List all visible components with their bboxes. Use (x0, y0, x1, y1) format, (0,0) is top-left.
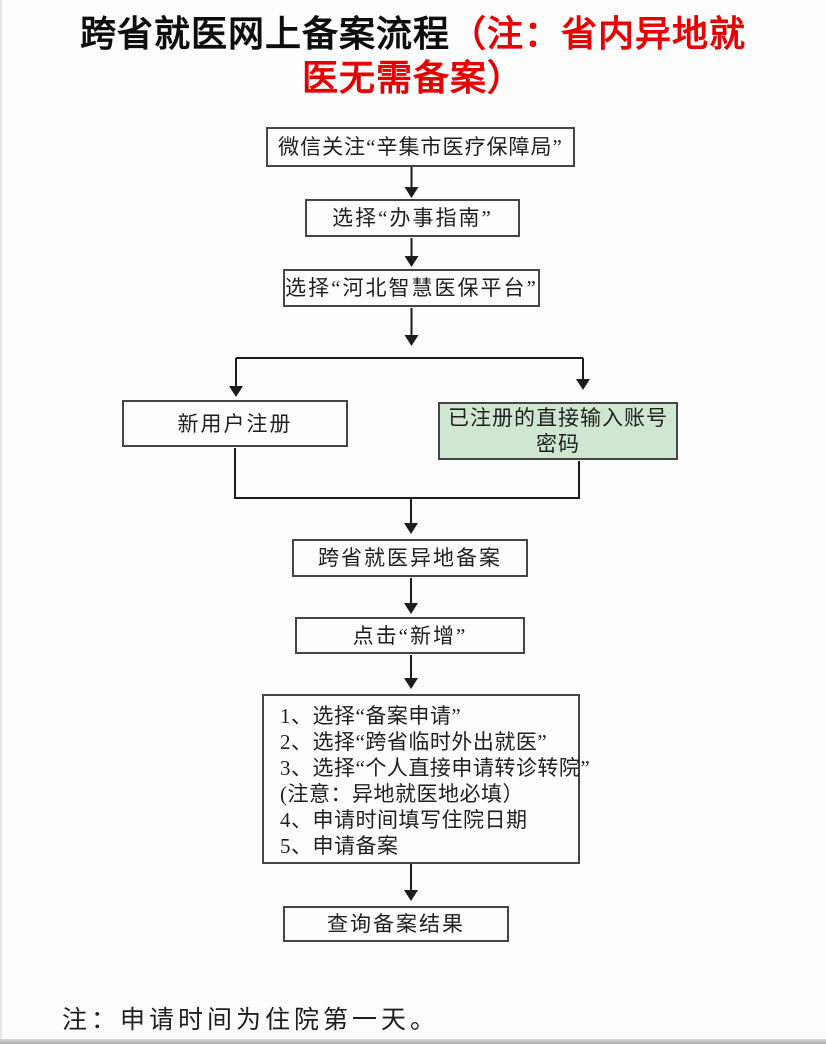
page-bottom-edge (0, 1039, 826, 1044)
flow-step-wechat-follow: 微信关注“辛集市医疗保障局” (266, 127, 575, 167)
flow-step-click-add: 点击“新增” (295, 617, 525, 654)
detail-line-5: 4、申请时间填写住院日期 (280, 808, 528, 832)
flow-branch-new-user-register: 新用户注册 (122, 400, 348, 447)
branch-split-line (229, 357, 590, 397)
detail-line-6: 5、申请备案 (280, 834, 399, 858)
footer-note: 注：申请时间为住院第一天。 (62, 1007, 440, 1034)
flow-step-service-guide: 选择“办事指南” (305, 199, 520, 237)
detail-line-4: (注意：异地就医地必填） (280, 782, 524, 806)
branch-merge-line (234, 448, 580, 534)
flow-step-query-result: 查询备案结果 (283, 906, 509, 942)
flow-step-label: 选择“河北智慧医保平台” (285, 276, 538, 300)
flow-step-label: 选择“办事指南” (332, 206, 493, 230)
arrow-down-2 (404, 238, 419, 267)
page-left-edge (0, 0, 2, 1044)
detail-line-1: 1、选择“备案申请” (280, 704, 462, 728)
flow-step-label: 新用户注册 (177, 411, 293, 436)
title-line-2: 医无需备案） (0, 56, 826, 100)
page-title: 跨省就医网上备案流程（注：省内异地就 医无需备案） (0, 12, 826, 100)
flow-branch-registered-login: 已注册的直接输入账号密码 (438, 402, 678, 460)
flow-step-label: 微信关注“辛集市医疗保障局” (278, 135, 563, 159)
flow-step-label: 已注册的直接输入账号密码 (448, 406, 668, 456)
flow-step-label: 查询备案结果 (327, 912, 465, 936)
flow-step-hebei-platform: 选择“河北智慧医保平台” (283, 269, 540, 307)
title-line-1: 跨省就医网上备案流程（注：省内异地就 (0, 12, 826, 56)
title-note-text-part1: （注：省内异地就 (450, 13, 747, 54)
detail-line-2: 2、选择“跨省临时外出就医” (280, 730, 548, 754)
flow-step-label: 跨省就医异地备案 (318, 546, 502, 570)
arrow-down-6 (404, 864, 418, 901)
detail-line-3: 3、选择“个人直接申请转诊转院” (280, 756, 591, 780)
flow-step-cross-province-filing: 跨省就医异地备案 (292, 539, 528, 577)
arrow-down-5 (404, 655, 418, 689)
title-main-text: 跨省就医网上备案流程 (79, 13, 450, 54)
title-note-text-part2: 医无需备案） (301, 57, 524, 98)
flow-step-application-details: 1、选择“备案申请” 2、选择“跨省临时外出就医” 3、选择“个人直接申请转诊转… (262, 694, 591, 864)
arrow-down-3 (404, 308, 419, 346)
flow-step-label: 点击“新增” (352, 623, 468, 648)
arrow-down-4 (404, 578, 418, 614)
arrow-down-1 (404, 166, 419, 198)
